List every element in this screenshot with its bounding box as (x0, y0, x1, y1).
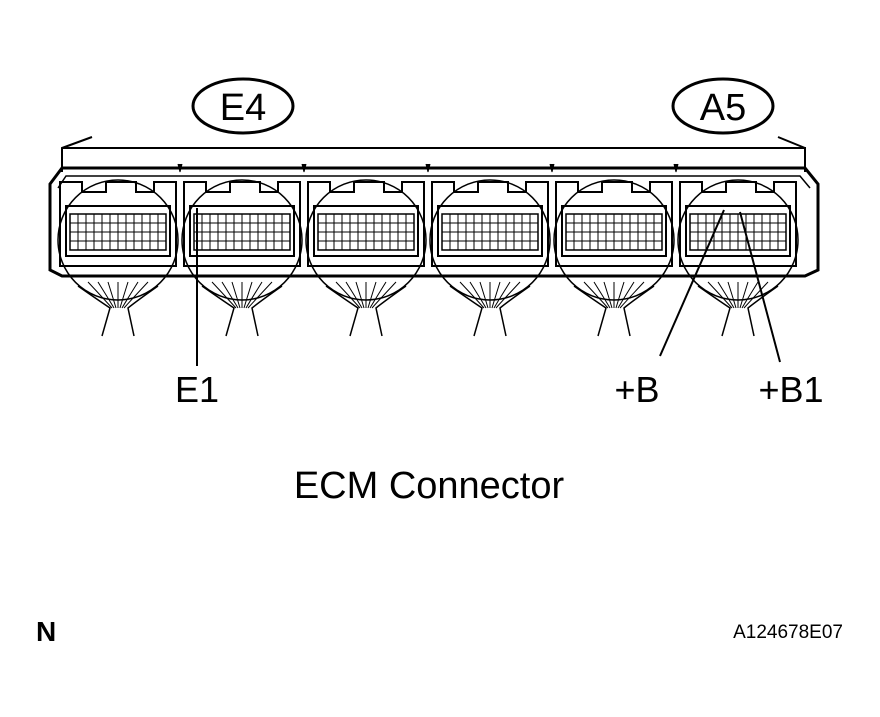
connector-housing (48, 166, 820, 278)
figure-code: A124678E07 (733, 622, 843, 643)
terminal-block (189, 205, 295, 257)
wire-strand (211, 281, 237, 309)
segment-divider (301, 163, 307, 173)
connector-code-e4: E4 (220, 87, 266, 129)
terminal-grid-frame (441, 213, 539, 251)
connector-code-oval (671, 77, 775, 135)
wire-strand (707, 281, 733, 309)
wire-strand (603, 281, 613, 309)
wire-strand (369, 281, 387, 309)
wire-strand (335, 281, 361, 309)
wire-bundle (201, 285, 283, 337)
wire-strand (479, 281, 489, 309)
segment-divider (177, 163, 183, 173)
wire-strand (741, 281, 759, 309)
terminal-label-plus-b1: +B1 (758, 369, 823, 410)
wire-strand (717, 281, 735, 309)
terminal-block (685, 205, 791, 257)
wire-strand (727, 281, 737, 309)
connector-label-a5: A5 (671, 77, 775, 135)
wire-strand (371, 281, 397, 309)
wire-strand (615, 281, 625, 309)
leader-line-plus-b (659, 209, 725, 357)
wire-strand (367, 281, 377, 309)
connector-code-a5: A5 (700, 87, 746, 129)
connector-label-e4: E4 (191, 77, 295, 135)
orientation-mark: N (36, 616, 56, 647)
connector-code-oval (191, 77, 295, 135)
segment-divider (549, 163, 555, 173)
wire-strand (87, 281, 113, 309)
segment-divider (425, 163, 431, 173)
terminal-block (561, 205, 667, 257)
terminal-label-plus-b: +B (614, 369, 659, 410)
wire-strand (491, 281, 501, 309)
connector-segments (57, 163, 799, 337)
diagram-caption: ECM Connector (294, 465, 565, 507)
wire-strand (619, 281, 645, 309)
terminal-grid-frame (689, 213, 787, 251)
connector-group-bracket (61, 136, 806, 172)
terminal-grid-frame (193, 213, 291, 251)
wire-strand (123, 281, 149, 309)
wire-strand (97, 281, 115, 309)
wire-strand (231, 281, 241, 309)
wire-strand (617, 281, 635, 309)
wire-strand (247, 281, 273, 309)
wire-bundle (449, 285, 531, 337)
wire-strand (743, 281, 769, 309)
terminal-block (437, 205, 543, 257)
segment-divider (673, 163, 679, 173)
wire-strand (493, 281, 511, 309)
wire-strand (355, 281, 365, 309)
leader-line-plus-b1 (739, 211, 781, 363)
wire-strand (245, 281, 263, 309)
terminal-grid-frame (69, 213, 167, 251)
terminal-grid-frame (317, 213, 415, 251)
terminal-grid-frame (565, 213, 663, 251)
wire-strand (495, 281, 521, 309)
wire-strand (243, 281, 253, 309)
wire-bundle (77, 285, 159, 337)
wire-strand (121, 281, 139, 309)
wire-bundle (573, 285, 655, 337)
terminal-block (313, 205, 419, 257)
wire-strand (221, 281, 239, 309)
wire-strand (345, 281, 363, 309)
wire-bundle (325, 285, 407, 337)
wire-bundle (697, 285, 779, 337)
terminal-block (65, 205, 171, 257)
wire-strand (469, 281, 487, 309)
terminal-label-e1: E1 (175, 369, 219, 410)
wire-strand (583, 281, 609, 309)
wire-strand (119, 281, 129, 309)
wire-strand (593, 281, 611, 309)
wire-strand (739, 281, 749, 309)
wire-strand (107, 281, 117, 309)
wire-strand (459, 281, 485, 309)
